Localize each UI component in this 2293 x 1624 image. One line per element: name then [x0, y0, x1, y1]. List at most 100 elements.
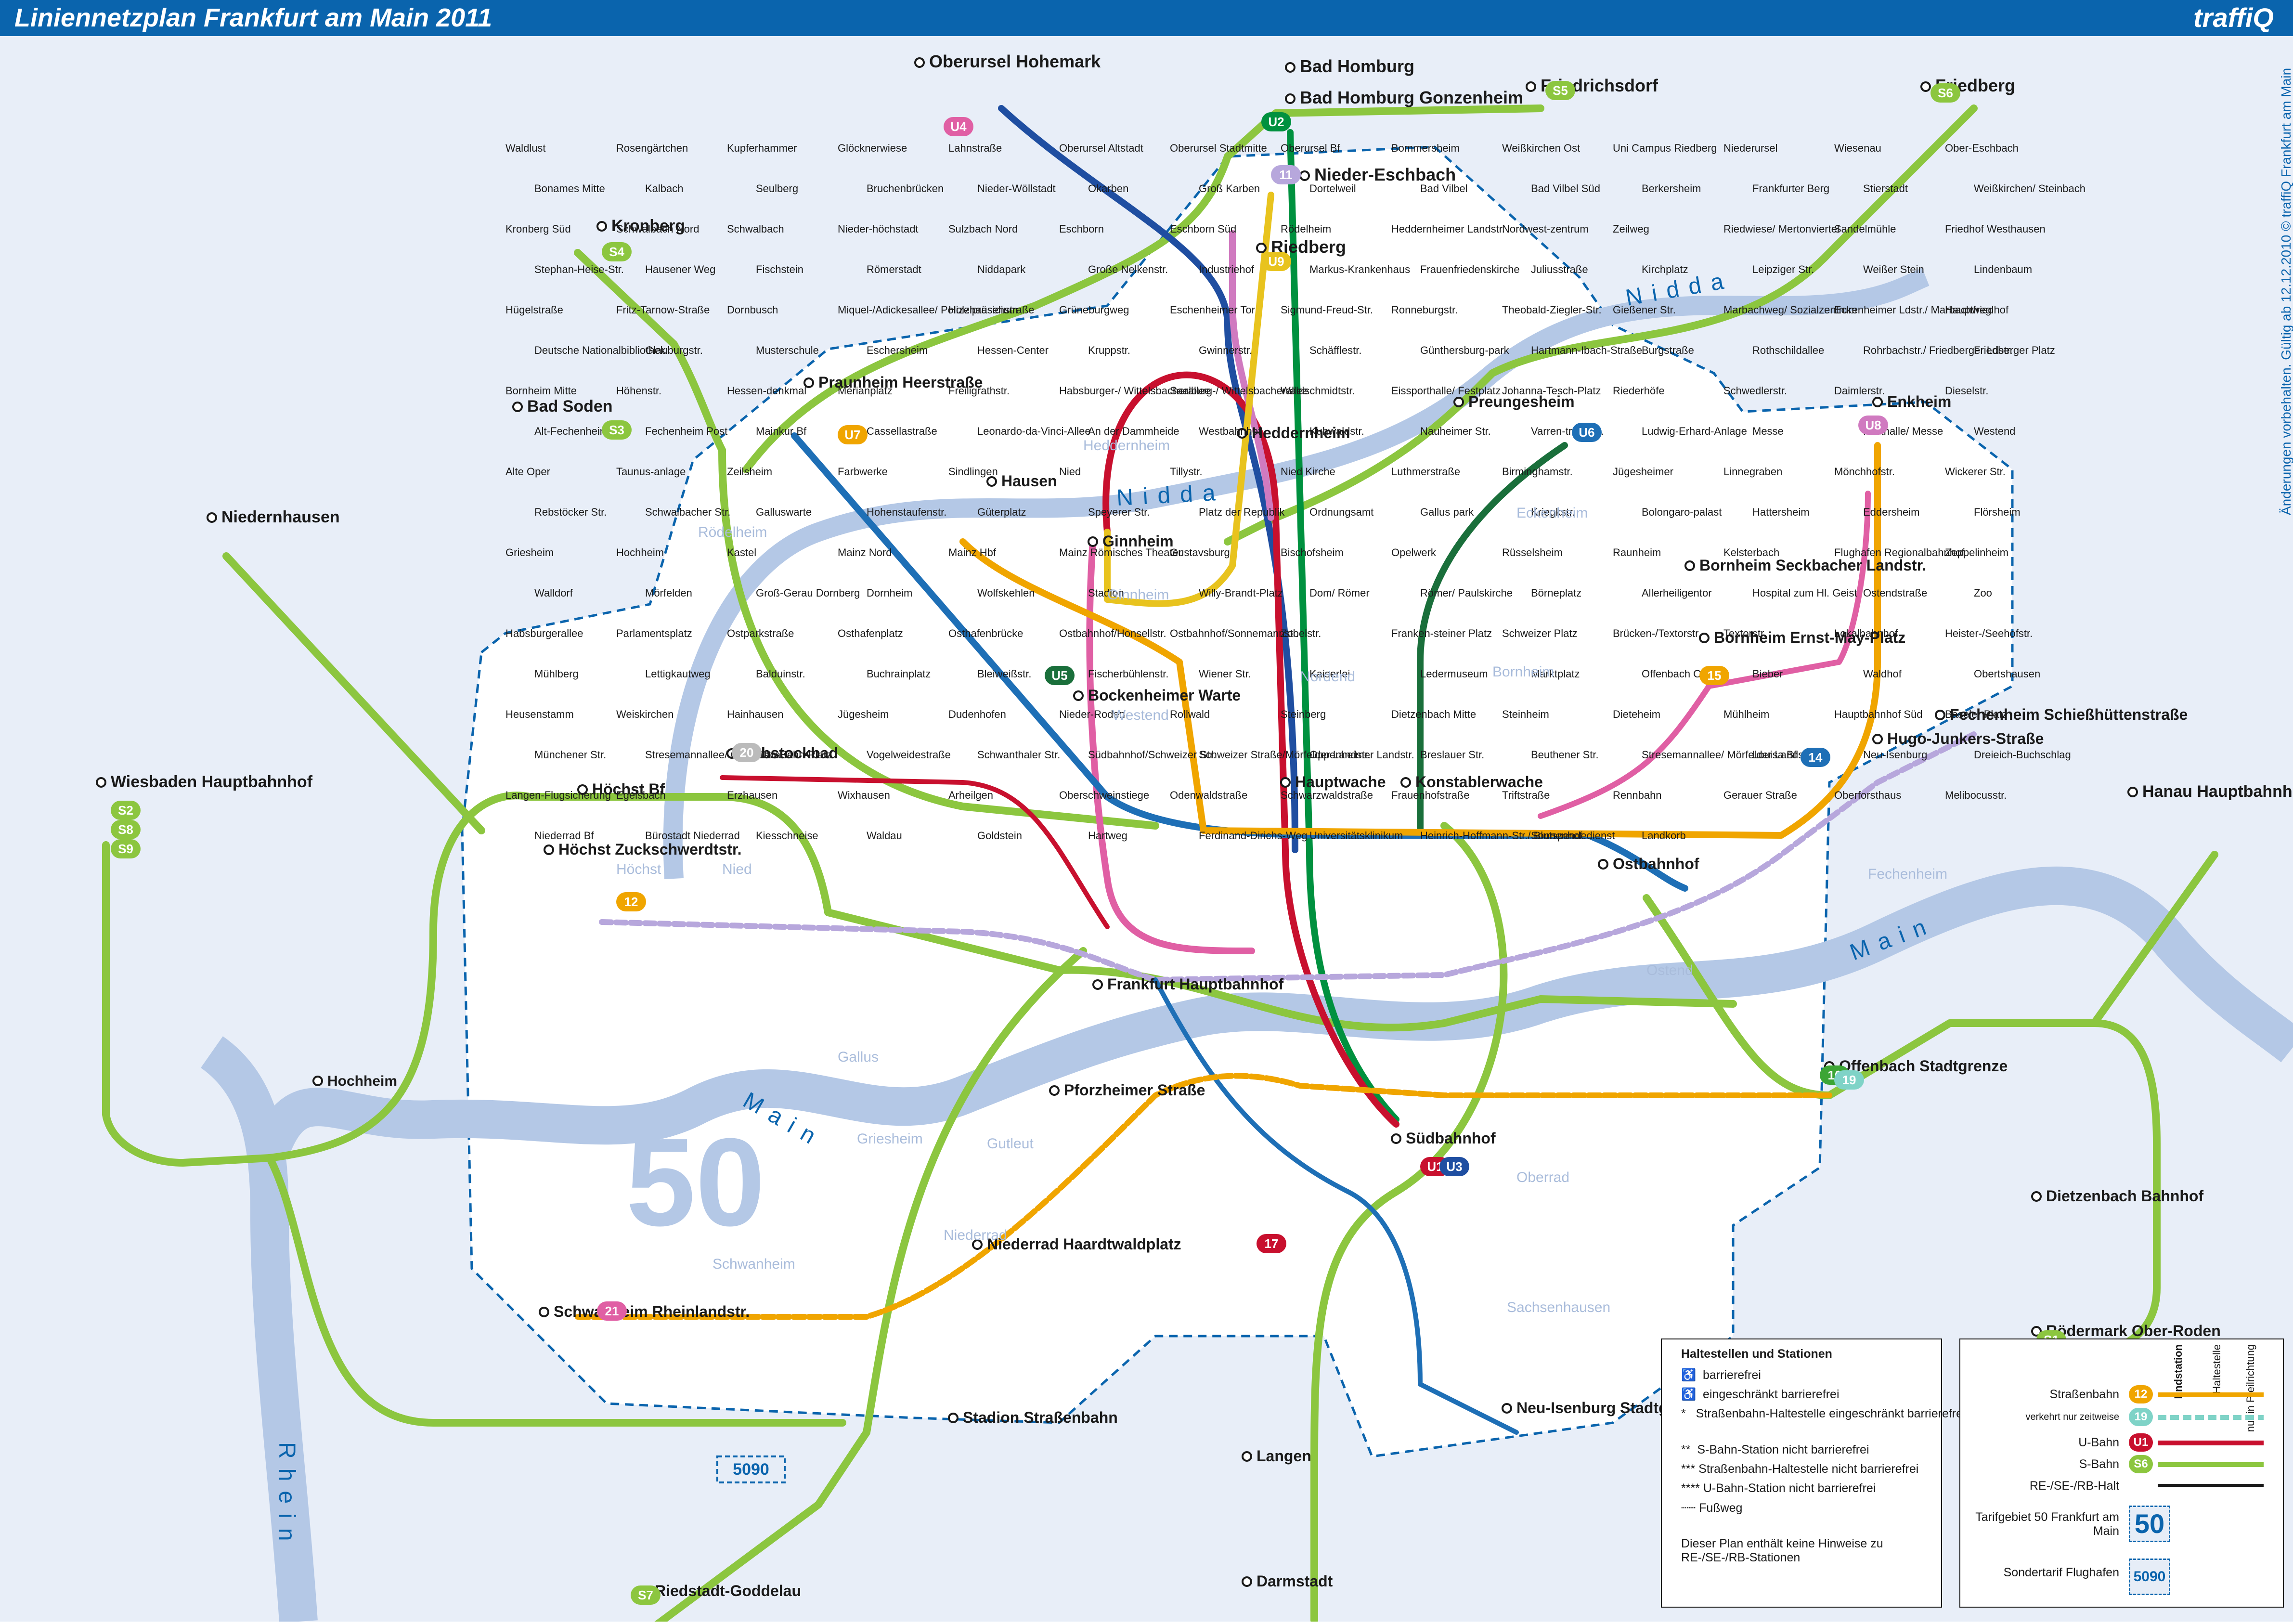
station-dot-major-2 [1920, 81, 1931, 92]
station-major-11: Praunheim Heerstraße [818, 374, 983, 391]
legend-col-endstation: Endstation [2172, 1344, 2184, 1399]
flughafen-tariff-box [716, 1455, 786, 1483]
station-major-9: Niedernhausen [221, 508, 340, 526]
station-131: Speyerer Str. [1088, 506, 1150, 518]
line-badge-15: 15 [1708, 668, 1722, 683]
station-117: Nied [1059, 466, 1081, 478]
station-57: Fritz-Tarnow-Straße [616, 304, 710, 316]
line-badge-s3: S3 [609, 423, 624, 437]
river-label-nidda: Nidda [1116, 480, 1226, 511]
line-badge-bg-u5 [1045, 666, 1075, 685]
district-1: Rödelheim [698, 524, 767, 540]
line-badge-bg-11 [1271, 165, 1301, 184]
station-dot-major-41 [2031, 1191, 2042, 1202]
legend-row-fussweg: ┈┈ Fußweg [1681, 1501, 1743, 1515]
station-217: Oppenheimer Landstr. [1309, 749, 1414, 761]
station-120: Luthmerstraße [1391, 466, 1460, 478]
station-75: Kruppstr. [1088, 344, 1130, 356]
station-243: Hartweg [1088, 830, 1127, 842]
station-80: Burgstraße [1642, 344, 1694, 356]
station-220: Stresemannallee/ Mörfelder Landstr. [1642, 749, 1813, 761]
line-badge-u5: U5 [1051, 668, 1067, 683]
station-99: Fechenheim Post [645, 425, 727, 437]
station-189: Kaiserlei [1309, 668, 1350, 680]
legend-row-barrierefrei: ♿ barrierefrei [1681, 1368, 1761, 1382]
station-91: Waldschmidtstr. [1281, 385, 1355, 397]
station-major-7: Kronberg [611, 217, 685, 235]
station-113: Taunus-anlage [616, 466, 686, 478]
station-240: Kiesschneise [756, 830, 818, 842]
line-badge-u3: U3 [1446, 1159, 1462, 1174]
line-badge-u9: U9 [1268, 254, 1284, 269]
ubahn-u1 [1102, 371, 1399, 1128]
station-major-27: Konstablerwache [1415, 773, 1543, 791]
district-16: Ostend [1646, 962, 1693, 978]
station-major-39: Darmstadt [1257, 1572, 1333, 1590]
station-180: Lokalbahnhof [1834, 627, 1898, 639]
sbahn-s1-central [526, 793, 1737, 1032]
station-109: Messe [1752, 425, 1784, 437]
page-title: Liniennetzplan Frankfurt am Main 2011 [14, 3, 492, 32]
district-17: Fechenheim [1868, 866, 1947, 882]
station-178: Brücken-/Textorstr. [1613, 627, 1701, 639]
station-dot-major-21 [2127, 787, 2138, 797]
district-13: Niederrad [944, 1227, 1007, 1243]
station-dot-major-27 [1400, 777, 1411, 788]
sbahn-s5-north [742, 104, 1544, 473]
station-37: Nordwest-zentrum [1502, 223, 1589, 235]
station-146: Gustavsburg [1170, 546, 1230, 559]
station-130: Güterplatz [977, 506, 1026, 518]
station-223: Dreieich-Buchschlag [1974, 749, 2071, 761]
station-major-40: Riedstadt-Goddelau [655, 1582, 801, 1599]
station-34: Eschborn Süd [1170, 223, 1236, 235]
station-164: Allerheiligentor [1642, 587, 1712, 599]
station-major-25: Frankfurt Hauptbahnhof [1107, 975, 1284, 993]
station-15: Kalbach [645, 182, 684, 195]
station-207: Mühlheim [1723, 708, 1769, 720]
station-50: Frauenfriedenskirche [1420, 263, 1520, 275]
station-dot-major-18 [1699, 633, 1710, 643]
station-187: Fischerbühlenstr. [1088, 668, 1169, 680]
station-10: Uni Campus Riedberg [1613, 142, 1717, 154]
station-230: Odenwaldstraße [1170, 789, 1247, 801]
station-dot-major-3 [914, 57, 925, 68]
station-123: Linnegraben [1723, 466, 1782, 478]
station-225: Egelsbach [616, 789, 666, 801]
station-70: Deutsche Nationalbibliothek [534, 344, 666, 356]
station-183: Lettigkautweg [645, 668, 711, 680]
station-53: Leipziger Str. [1752, 263, 1814, 275]
line-badge-s9: S9 [118, 842, 133, 856]
station-dot-major-34 [539, 1307, 549, 1317]
station-27: Weißkirchen/ Steinbach [1974, 182, 2086, 195]
line-badge-21: 21 [605, 1304, 619, 1318]
district-15: Oberrad [1516, 1169, 1569, 1185]
station-219: Beuthener Str. [1531, 749, 1599, 761]
station-203: Steinberg [1281, 708, 1326, 720]
sbahn-s3-s4-north [574, 249, 726, 454]
station-179: Textorstr. [1723, 627, 1766, 639]
station-119: Nied Kirche [1281, 466, 1335, 478]
station-42: Stephan-Heise-Str. [534, 263, 624, 275]
line-badge-bg-s5 [1545, 81, 1575, 100]
station-142: Kastel [727, 546, 756, 559]
station-major-35: Stadion Straßenbahn [963, 1409, 1118, 1426]
station-83: Friedberger Platz [1974, 344, 2055, 356]
station-dot-major-35 [948, 1413, 959, 1423]
station-167: Zoo [1974, 587, 1992, 599]
station-159: Stadion [1088, 587, 1124, 599]
station-dot-major-14 [1237, 428, 1247, 439]
legend-badge-s6: S6 [2129, 1455, 2153, 1473]
validity-note: Änderungen vorbehalten. Gültig ab 12.12.… [2264, 53, 2293, 534]
station-dot-major-20 [1935, 710, 1945, 720]
station-124: Mönchhofstr. [1834, 466, 1895, 478]
station-237: Melibocusstr. [1945, 789, 2007, 801]
line-badge-s4: S4 [609, 245, 624, 259]
station-198: Hainhausen [727, 708, 783, 720]
line-badge-bg-s8 [111, 820, 141, 839]
station-92: Eissporthalle/ Festplatz [1391, 385, 1501, 397]
station-210: Münchener Str. [534, 749, 606, 761]
station-93: Johanna-Tesch-Platz [1502, 385, 1601, 397]
station-171: Osthafenplatz [838, 627, 903, 639]
